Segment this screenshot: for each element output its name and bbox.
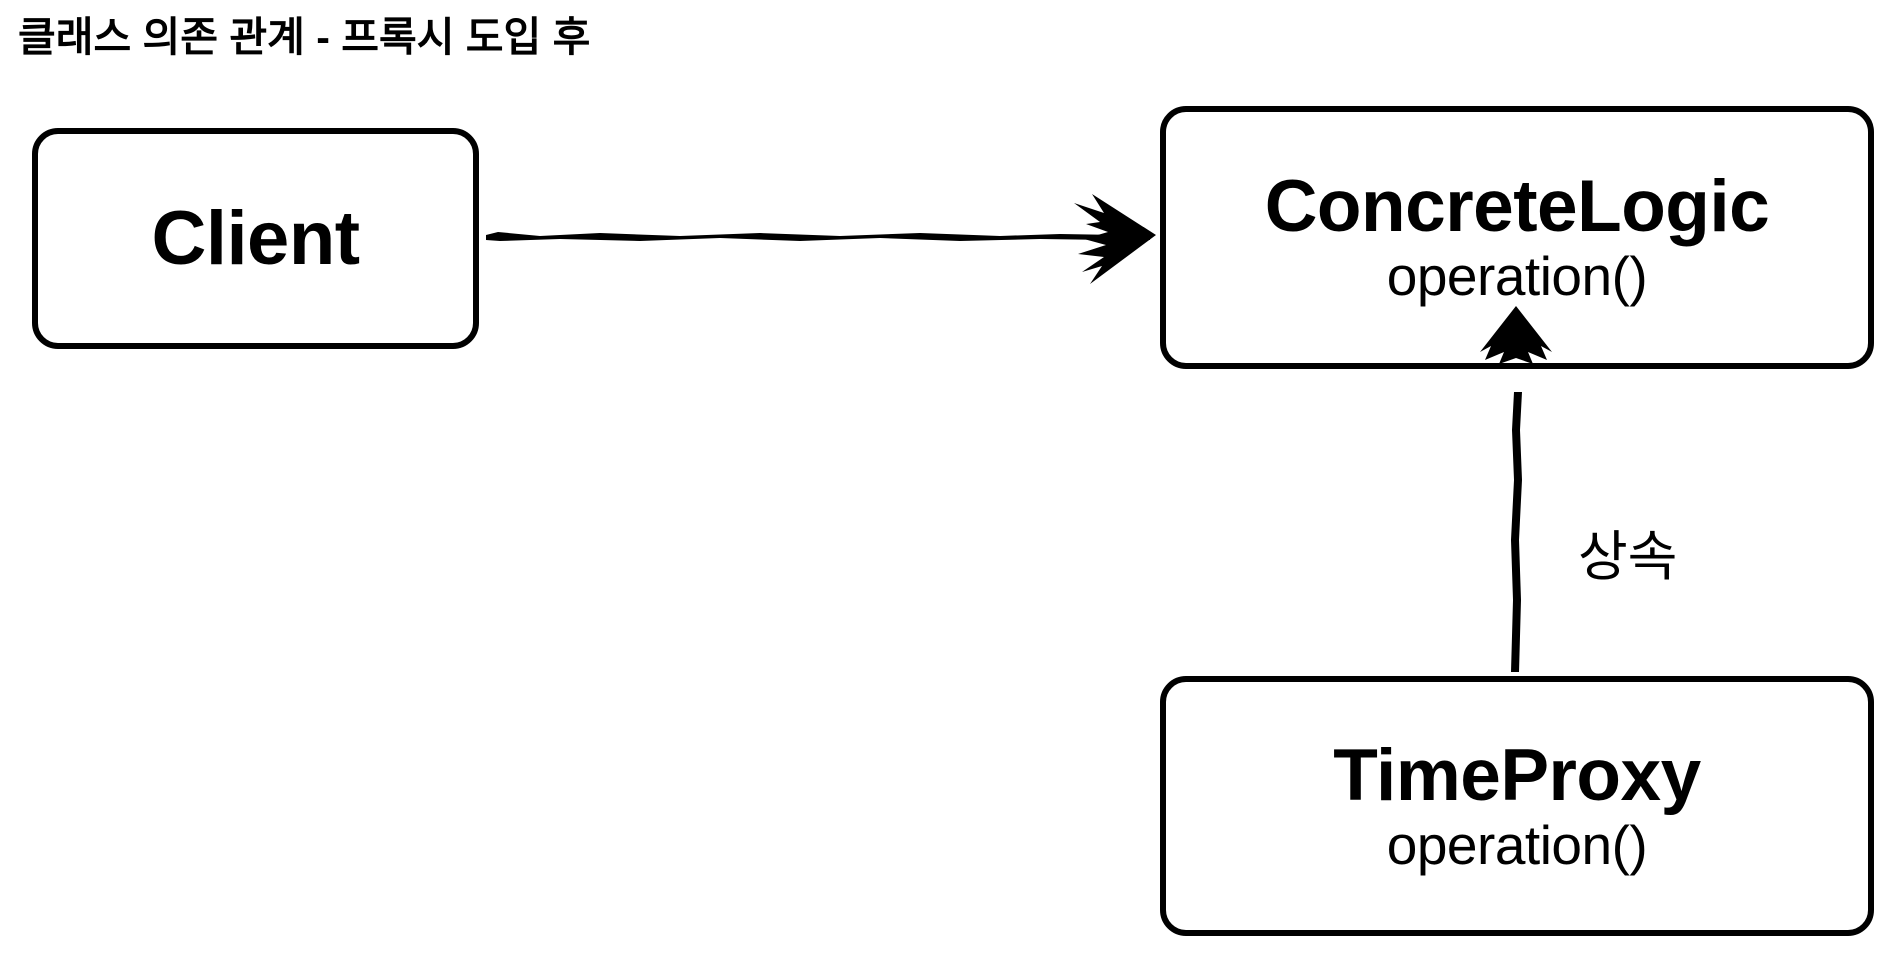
class-box-concrete-logic[interactable]: ConcreteLogic operation() xyxy=(1160,106,1874,369)
dependency-arrow-client-to-concrete-logic xyxy=(486,194,1156,284)
class-name-concrete-logic: ConcreteLogic xyxy=(1264,166,1770,248)
page-title: 클래스 의존 관계 - 프록시 도입 후 xyxy=(18,14,591,60)
class-operations-concrete-logic: operation() xyxy=(1386,245,1648,308)
class-box-client[interactable]: Client xyxy=(32,128,479,349)
class-name-client: Client xyxy=(151,195,360,281)
class-box-time-proxy[interactable]: TimeProxy operation() xyxy=(1160,676,1874,936)
class-operations-time-proxy: operation() xyxy=(1386,813,1648,876)
edge-label-inheritance: 상속 xyxy=(1578,527,1678,587)
class-name-time-proxy: TimeProxy xyxy=(1333,734,1701,816)
